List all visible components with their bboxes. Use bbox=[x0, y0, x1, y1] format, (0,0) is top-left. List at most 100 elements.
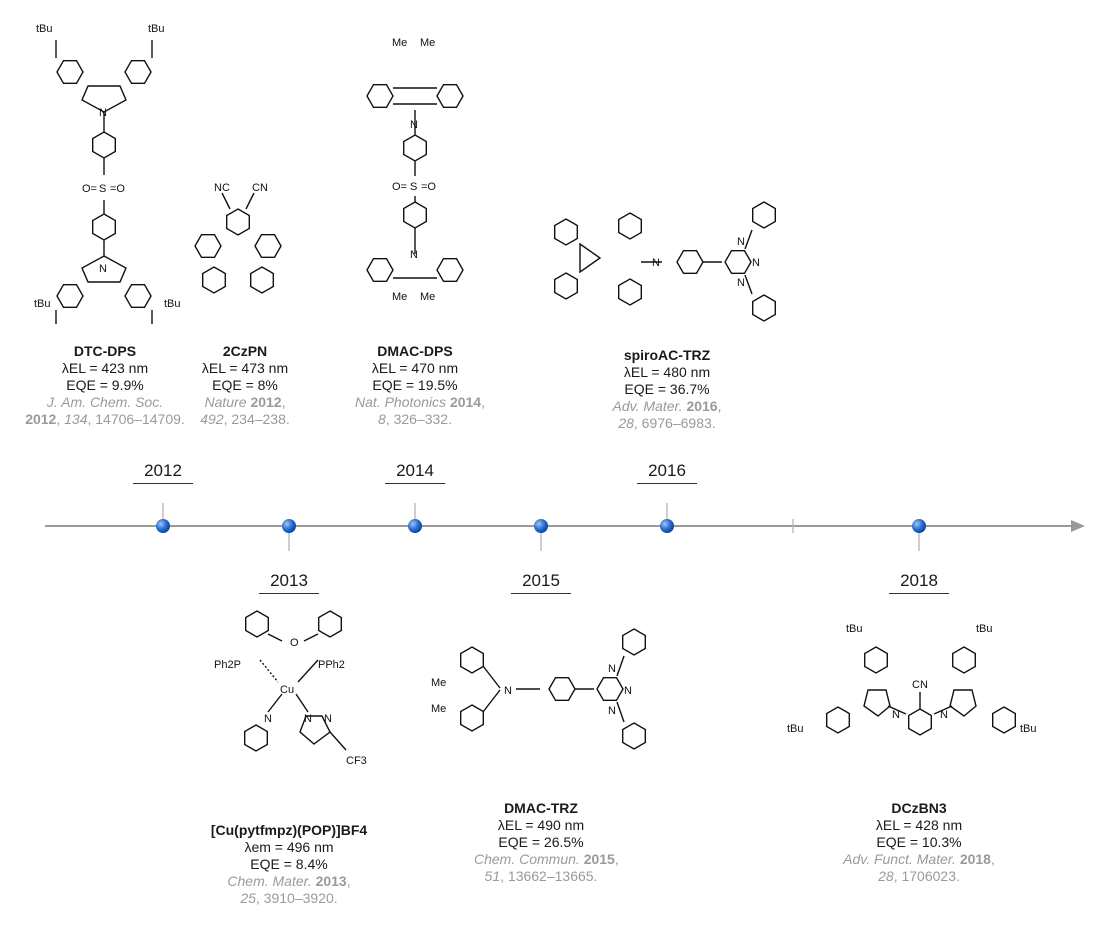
node-2016 bbox=[660, 519, 674, 533]
eqe-value: EQE = 19.5% bbox=[372, 377, 458, 393]
emission-wavelength: λEL = 480 nm bbox=[623, 364, 711, 380]
atom-n: N bbox=[737, 277, 745, 289]
reference: Chem. Commun. 2015, bbox=[474, 851, 619, 867]
atom-me: Me bbox=[420, 291, 435, 303]
atom-o: =O bbox=[110, 183, 125, 195]
atom-tbu: tBu bbox=[36, 23, 53, 35]
compound-name: DMAC-DPS bbox=[377, 343, 453, 359]
reference: J. Am. Chem. Soc. bbox=[46, 394, 164, 410]
eqe-value: EQE = 8.4% bbox=[250, 856, 328, 872]
compound-name: DCzBN3 bbox=[891, 800, 947, 816]
atom-n: N bbox=[624, 685, 632, 697]
atom-me: Me bbox=[420, 37, 435, 49]
reference: Adv. Funct. Mater. 2018, bbox=[843, 851, 995, 867]
atom-me: Me bbox=[392, 291, 407, 303]
atom-cn: CN bbox=[252, 182, 268, 194]
reference: Nat. Photonics 2014, bbox=[355, 394, 485, 410]
structure-cu-complex bbox=[243, 610, 347, 752]
atom-s: S bbox=[99, 183, 106, 195]
atom-n: N bbox=[892, 709, 900, 721]
structure-dczbn3 bbox=[826, 646, 1016, 736]
atom-n: N bbox=[737, 236, 745, 248]
atom-s: S bbox=[410, 181, 417, 193]
timeline-axis bbox=[45, 503, 1085, 551]
atom-ph2p: Ph2P bbox=[214, 659, 241, 671]
atom-n: N bbox=[504, 685, 512, 697]
atom-n: N bbox=[608, 705, 616, 717]
year-label-2016: 2016 bbox=[637, 461, 697, 484]
atom-o: O bbox=[290, 637, 299, 649]
node-2015 bbox=[534, 519, 548, 533]
reference: Adv. Mater. 2016, bbox=[612, 398, 722, 414]
node-2013 bbox=[282, 519, 296, 533]
year-label-2013: 2013 bbox=[259, 571, 319, 594]
reference: Chem. Mater. 2013, bbox=[227, 873, 351, 889]
node-2014 bbox=[408, 519, 422, 533]
structure-spiroac-trz bbox=[554, 201, 776, 322]
eqe-value: EQE = 36.7% bbox=[624, 381, 710, 397]
emission-wavelength: λem = 496 nm bbox=[244, 839, 334, 855]
atom-n: N bbox=[99, 107, 107, 119]
compound-name: spiroAC-TRZ bbox=[623, 347, 711, 363]
year-label-2012: 2012 bbox=[133, 461, 193, 484]
reference: 2012, 134, 14706–14709. bbox=[25, 411, 185, 427]
reference: 28, 1706023. bbox=[878, 868, 960, 884]
year-label-2015: 2015 bbox=[511, 571, 571, 594]
atom-n: N bbox=[652, 257, 660, 269]
reference: 28, 6976–6983. bbox=[618, 415, 716, 431]
atom-me: Me bbox=[431, 703, 446, 715]
reference: Nature 2012, bbox=[204, 394, 286, 410]
atom-tbu: tBu bbox=[976, 623, 993, 635]
atom-cu: Cu bbox=[280, 684, 294, 696]
atom-tbu: tBu bbox=[148, 23, 165, 35]
compound-name: DMAC-TRZ bbox=[504, 800, 578, 816]
atom-o: O= bbox=[392, 181, 407, 193]
atom-n: N bbox=[410, 249, 418, 261]
emission-wavelength: λEL = 490 nm bbox=[497, 817, 585, 833]
structure-dtc-dps bbox=[55, 40, 153, 324]
atom-n: N bbox=[99, 263, 107, 275]
eqe-value: EQE = 9.9% bbox=[66, 377, 144, 393]
atom-tbu: tBu bbox=[846, 623, 863, 635]
year-label-2018: 2018 bbox=[889, 571, 949, 594]
emission-wavelength: λEL = 473 nm bbox=[201, 360, 289, 376]
structure-dmac-dps bbox=[366, 83, 464, 282]
atom-n: N bbox=[410, 119, 418, 131]
eqe-value: EQE = 10.3% bbox=[876, 834, 962, 850]
structure-dmac-trz bbox=[460, 628, 646, 750]
compound-name: [Cu(pytfmpz)(POP)]BF4 bbox=[210, 822, 368, 838]
atom-n: N bbox=[752, 257, 760, 269]
reference: 51, 13662–13665. bbox=[484, 868, 598, 884]
atom-tbu: tBu bbox=[787, 723, 804, 735]
compound-dmac-dps: DMAC-DPS λEL = 470 nm EQE = 19.5% Nat. P… bbox=[355, 343, 485, 428]
atom-tbu: tBu bbox=[34, 298, 51, 310]
compound-2czpn: 2CzPN λEL = 473 nm EQE = 8% Nature 2012,… bbox=[190, 343, 300, 428]
atom-nc: NC bbox=[214, 182, 230, 194]
emission-wavelength: λEL = 423 nm bbox=[61, 360, 149, 376]
compound-dtc-dps: DTC-DPS λEL = 423 nm EQE = 9.9% J. Am. C… bbox=[15, 343, 195, 428]
emission-wavelength: λEL = 470 nm bbox=[371, 360, 459, 376]
atom-cf3: CF3 bbox=[346, 755, 367, 767]
node-2012 bbox=[156, 519, 170, 533]
atom-n: N bbox=[940, 709, 948, 721]
atom-cn: CN bbox=[912, 679, 928, 691]
atom-n: N bbox=[264, 713, 272, 725]
node-2018 bbox=[912, 519, 926, 533]
compound-name: 2CzPN bbox=[222, 343, 268, 359]
atom-pph2: PPh2 bbox=[318, 659, 345, 671]
atom-tbu: tBu bbox=[164, 298, 181, 310]
atom-me: Me bbox=[431, 677, 446, 689]
reference: 8, 326–332. bbox=[378, 411, 452, 427]
atom-o: =O bbox=[421, 181, 436, 193]
compound-dczbn3: DCzBN3 λEL = 428 nm EQE = 10.3% Adv. Fun… bbox=[834, 800, 1004, 885]
atom-n: N bbox=[304, 713, 312, 725]
eqe-value: EQE = 26.5% bbox=[498, 834, 584, 850]
compound-cu-complex: [Cu(pytfmpz)(POP)]BF4 λem = 496 nm EQE =… bbox=[196, 822, 382, 907]
atom-n: N bbox=[324, 713, 332, 725]
atom-tbu: tBu bbox=[1020, 723, 1037, 735]
compound-name: DTC-DPS bbox=[73, 343, 137, 359]
atom-me: Me bbox=[392, 37, 407, 49]
reference: 492, 234–238. bbox=[200, 411, 290, 427]
year-label-2014: 2014 bbox=[385, 461, 445, 484]
